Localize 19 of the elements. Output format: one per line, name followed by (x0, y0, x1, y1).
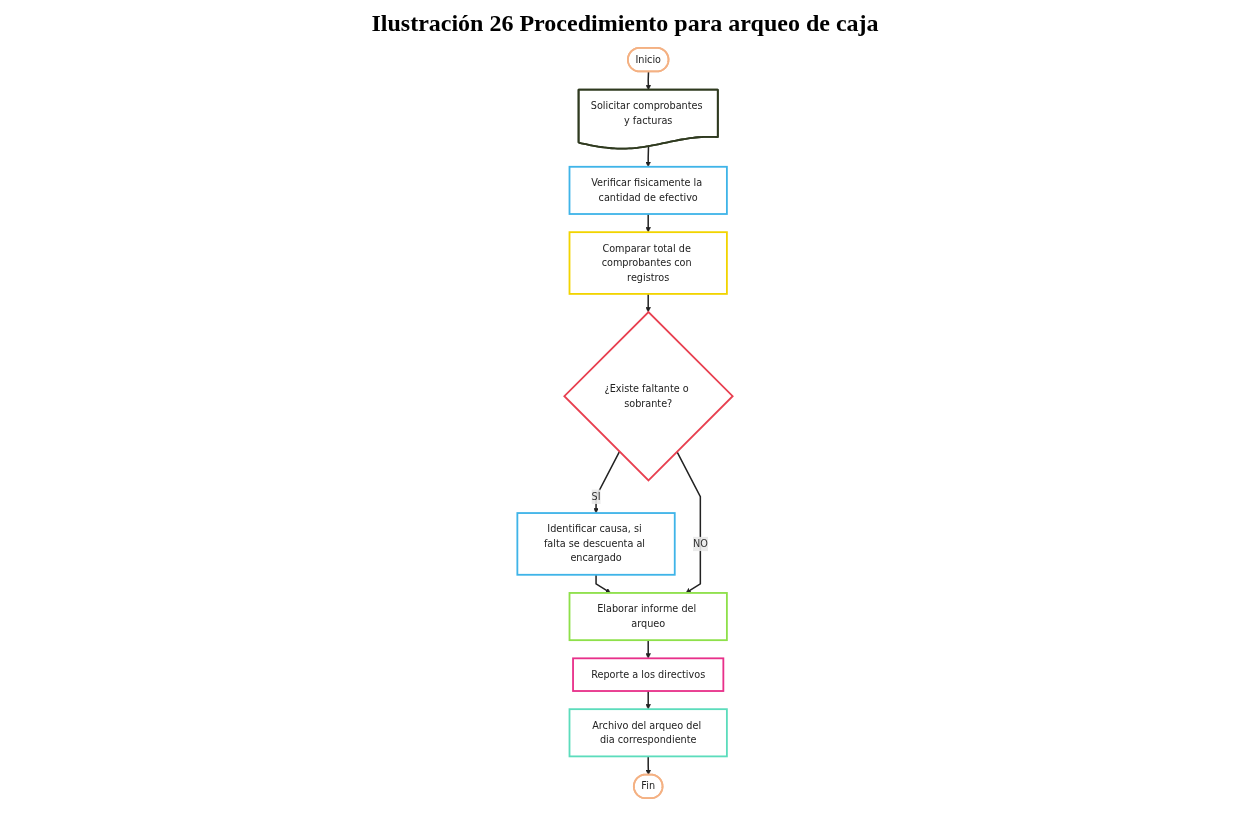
node-box: Archivo del arqueo del dia correspondiente (568, 708, 728, 758)
arrow (645, 293, 651, 313)
edge-label: NO (692, 537, 708, 550)
node-box: Identificar causa, si falta se descuenta al encargado (516, 512, 676, 576)
node-diamond: ¿Existe faltante o sobrante? (563, 310, 734, 482)
arrow (645, 145, 651, 168)
node-box: Comparar total de comprobantes con registros (568, 231, 728, 295)
arrow (593, 450, 621, 514)
arrow (645, 755, 651, 776)
arrow (645, 690, 651, 710)
node-box: Elaborar informe del arqueo (568, 592, 728, 642)
arrow (645, 213, 651, 233)
arrow (645, 639, 651, 659)
diagram-title: Ilustración 26 Procedimiento para arqueo de caja (371, 10, 879, 37)
node-box: Verificar fisicamente la cantidad de efectivo (568, 165, 728, 215)
arrow (676, 450, 702, 594)
edge-label: SI (591, 490, 601, 503)
node-box: Reporte a los directivos (572, 657, 725, 692)
arrow (595, 574, 611, 594)
